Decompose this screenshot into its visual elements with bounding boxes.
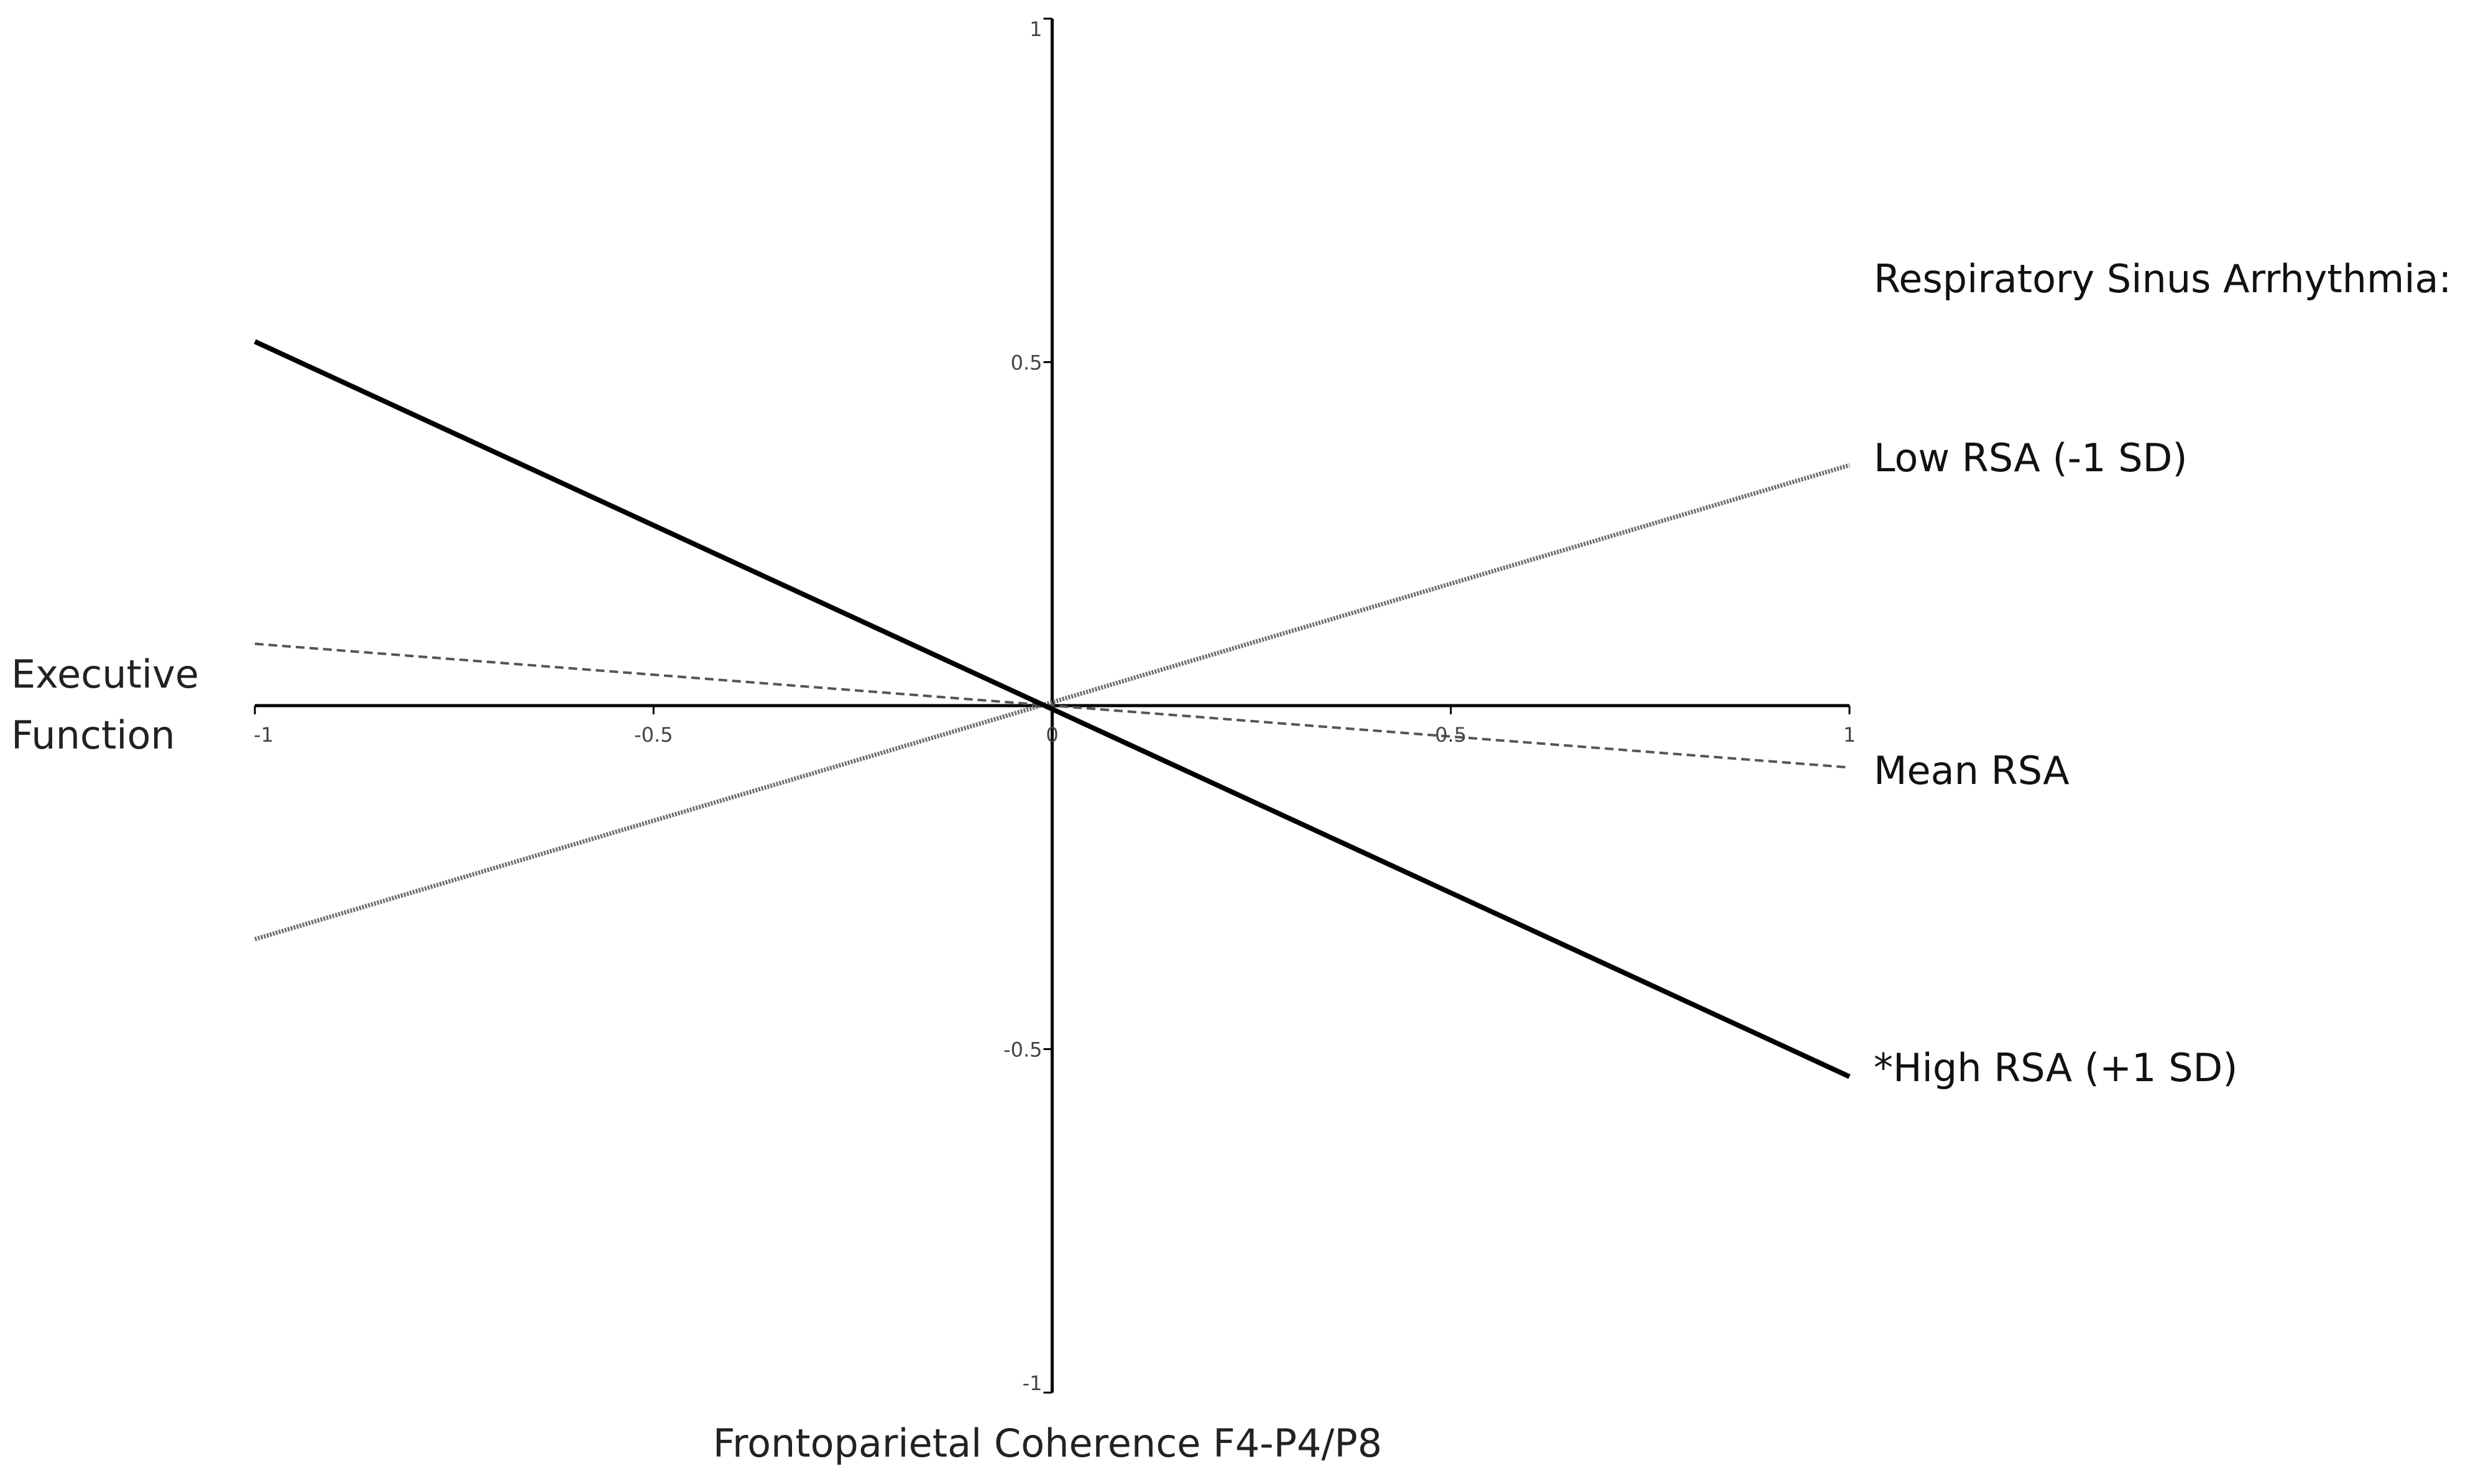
legend: Low RSA (-1 SD) Mean RSA *High RSA (+1 SD)	[1874, 435, 2238, 1090]
x-tick-label: 1	[1843, 723, 1856, 747]
x-tick-label: 0	[1046, 723, 1058, 747]
x-tick-label: -1	[254, 723, 274, 747]
legend-item-0: Low RSA (-1 SD)	[1874, 435, 2188, 481]
y-axis-title-line-1: Executive	[11, 652, 199, 697]
x-axis-title: Frontoparietal Coherence F4-P4/P8	[713, 1421, 1382, 1466]
y-axis-title-line-2: Function	[11, 712, 175, 758]
series-line-2	[254, 339, 1851, 1079]
x-tick-label: 0.5	[1435, 723, 1467, 747]
legend-title: Respiratory Sinus Arrhythmia:	[1874, 256, 2451, 302]
x-tick-label: -0.5	[634, 723, 673, 747]
legend-item-2: *High RSA (+1 SD)	[1874, 1045, 2238, 1090]
legend-item-1: Mean RSA	[1874, 748, 2070, 793]
y-tick-label: -0.5	[1003, 1038, 1042, 1062]
tick-labels: -1 -0.5 0 0.5 1 1 0.5 -0.5 -1	[254, 17, 1856, 1395]
series-line-0	[254, 463, 1850, 942]
y-tick-label: -1	[1023, 1371, 1043, 1395]
series-line-1	[254, 642, 1850, 769]
y-tick-label: 1	[1029, 17, 1042, 41]
y-tick-label: 0.5	[1011, 351, 1043, 375]
series-lines	[254, 339, 1851, 1079]
